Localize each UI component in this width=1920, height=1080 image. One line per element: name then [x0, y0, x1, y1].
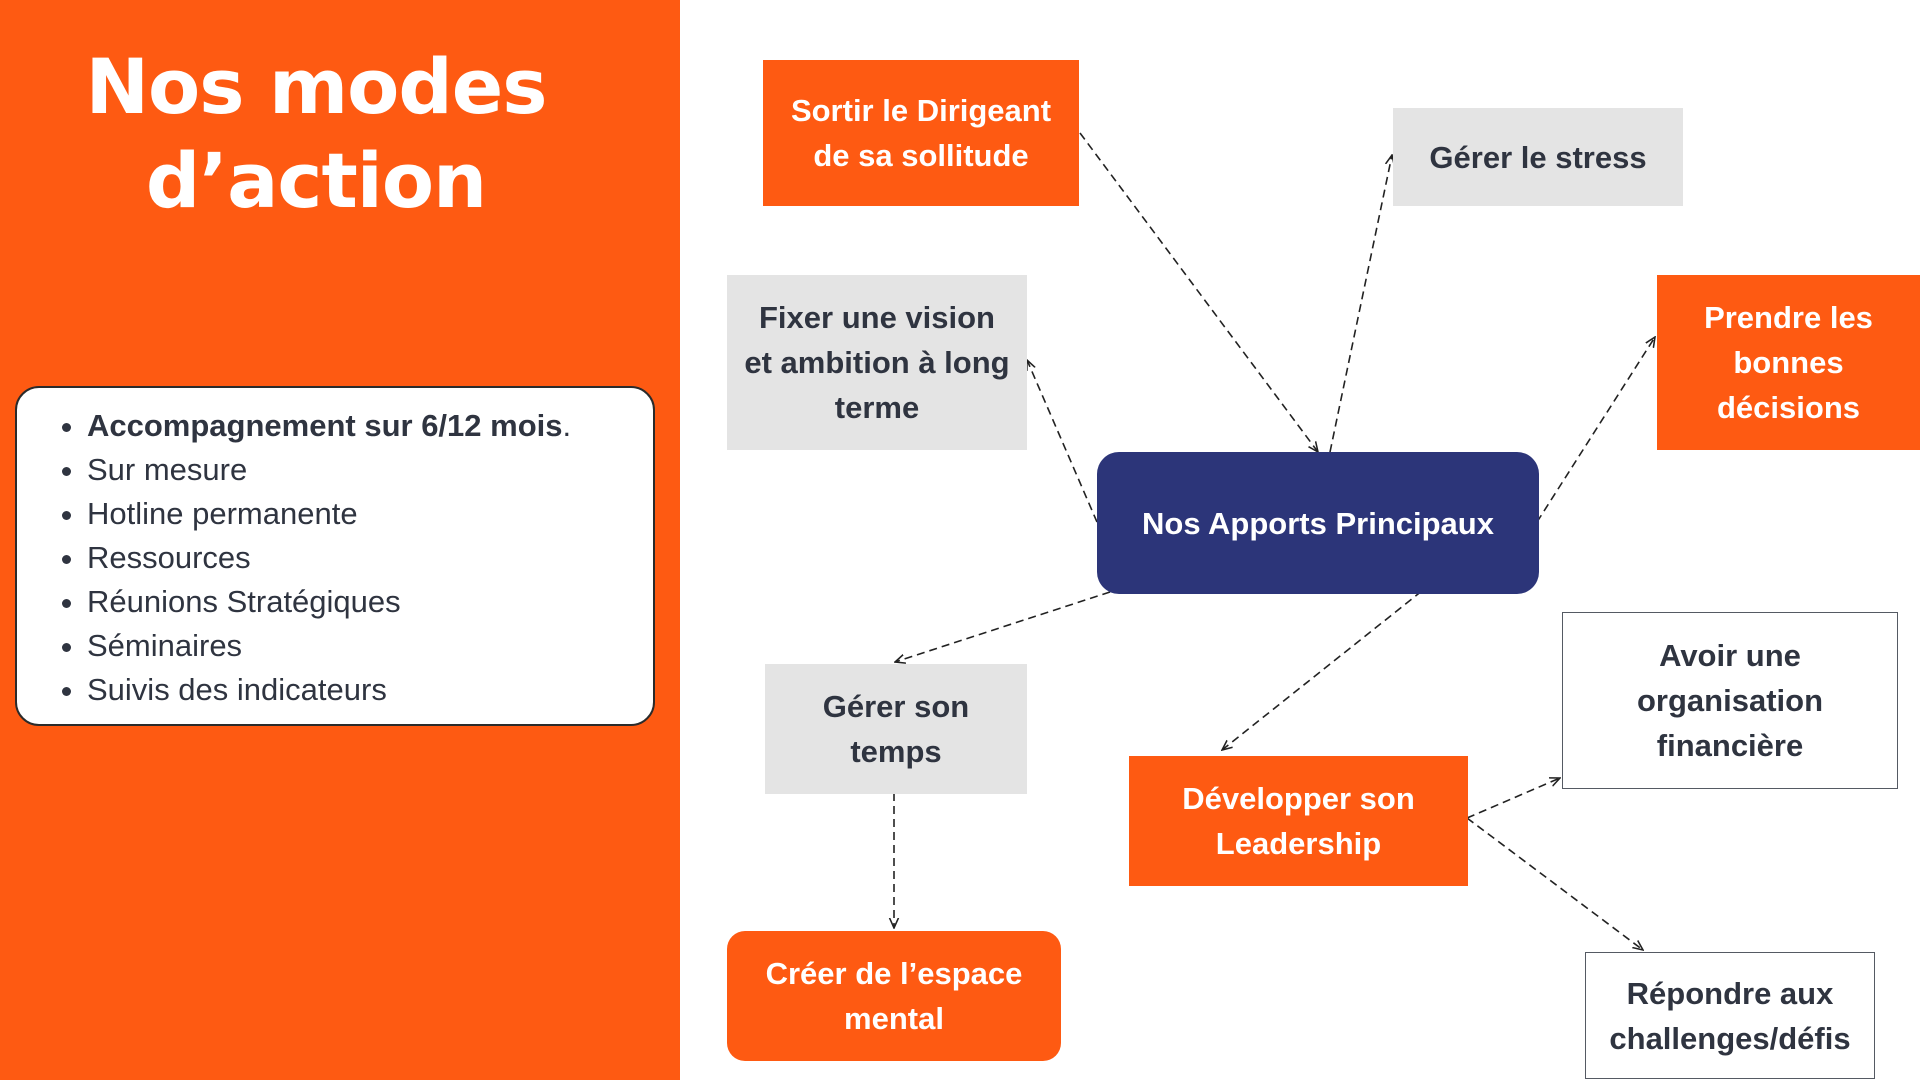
node-nos-apports-principaux: Nos Apports Principaux: [1097, 452, 1539, 594]
list-item: Sur mesure: [87, 448, 653, 492]
offer-duration-suffix: .: [562, 408, 572, 443]
left-panel: Nos modes d’action Accompagnement sur 6/…: [0, 0, 680, 1080]
node-organisation-financiere: Avoir une organisation financière: [1562, 612, 1898, 789]
connector-center-to-temps: [895, 591, 1111, 662]
connector-center-to-decisions: [1536, 337, 1655, 523]
offer-card: Accompagnement sur 6/12 mois. Sur mesure…: [15, 386, 655, 726]
connector-center-to-leadership: [1222, 574, 1443, 750]
list-item: Ressources: [87, 536, 653, 580]
connector-center-to-vision: [1027, 360, 1098, 523]
node-repondre-challenges: Répondre aux challenges/défis: [1585, 952, 1875, 1079]
node-sortir-dirigeant: Sortir le Dirigeant de sa sollitude: [763, 60, 1079, 206]
node-creer-espace-mental: Créer de l’espace mental: [727, 931, 1061, 1061]
list-item: Hotline permanente: [87, 492, 653, 536]
node-developper-leadership: Développer son Leadership: [1129, 756, 1468, 886]
connector-leadership-to-financiere: [1466, 778, 1560, 819]
connector-center-to-stress: [1329, 155, 1392, 453]
page-title: Nos modes d’action: [85, 42, 547, 225]
node-fixer-vision: Fixer une vision et ambition à long term…: [727, 275, 1027, 450]
list-item: Accompagnement sur 6/12 mois.: [87, 404, 653, 448]
offer-list: Accompagnement sur 6/12 mois. Sur mesure…: [17, 388, 653, 712]
connector-leadership-to-challenges: [1466, 817, 1643, 950]
node-gerer-stress: Gérer le stress: [1393, 108, 1683, 206]
list-item: Réunions Stratégiques: [87, 580, 653, 624]
list-item: Suivis des indicateurs: [87, 668, 653, 712]
node-gerer-temps: Gérer son temps: [765, 664, 1027, 794]
list-item: Séminaires: [87, 624, 653, 668]
connector-sortir-to-center: [1079, 132, 1318, 452]
node-prendre-decisions: Prendre les bonnes décisions: [1657, 275, 1920, 450]
offer-duration: Accompagnement sur 6/12 mois: [87, 408, 563, 443]
